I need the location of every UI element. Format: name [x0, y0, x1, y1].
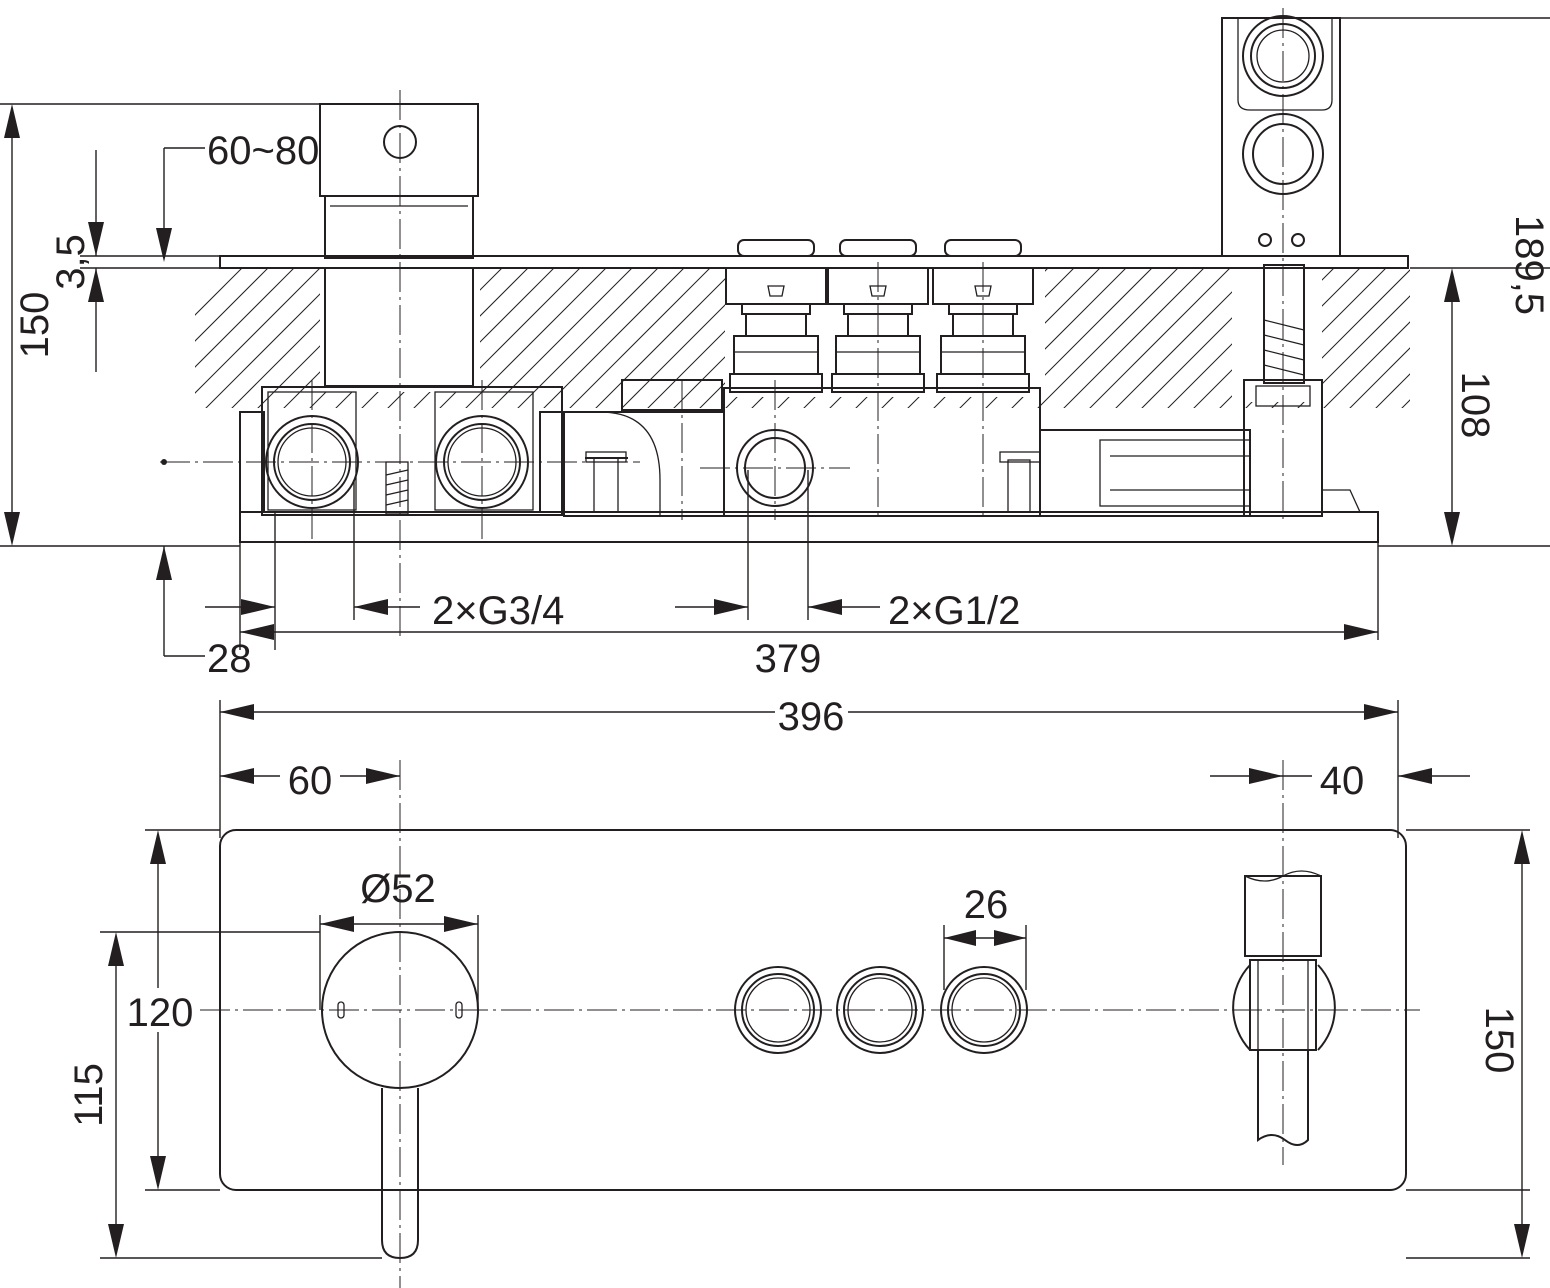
plate-inner-height-label: 120 [127, 991, 194, 1035]
handle-diameter-label: Ø52 [360, 867, 436, 911]
total-depth-label: 150 [13, 292, 57, 359]
side-view: 150 3,5 60~80 28 108 189,5 [0, 8, 1550, 681]
valve-body [239, 379, 814, 517]
inlets-label: 2×G3/4 [432, 589, 564, 633]
lever-length-label: 115 [67, 1063, 111, 1127]
depth-adjust-label: 60~80 [207, 129, 319, 173]
outlet-offset-label: 40 [1320, 759, 1365, 803]
outlet-height-label: 189,5 [1507, 215, 1550, 315]
body-length-label: 379 [755, 637, 822, 681]
handle-offset-label: 60 [288, 759, 333, 803]
inlet-offset-label: 28 [207, 637, 252, 681]
plate-thickness-label: 3,5 [49, 234, 93, 290]
outlets-label: 2×G1/2 [888, 589, 1020, 633]
plate-width-label: 396 [778, 695, 845, 739]
wall-depth-label: 108 [1453, 372, 1497, 439]
outlet-front [1232, 870, 1336, 1146]
hand-shower-outlet [1221, 15, 1341, 257]
plate-height-label: 150 [1477, 1007, 1521, 1074]
button-diameter-label: 26 [964, 883, 1009, 927]
push-buttons-front [734, 966, 1028, 1054]
front-view: 396 60 40 [67, 695, 1530, 1288]
